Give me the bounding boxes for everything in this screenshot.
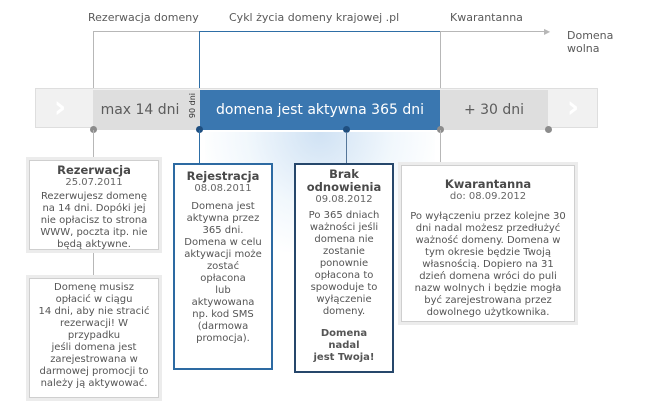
reservation-line: WWW, poczta itp. nie	[40, 227, 148, 238]
ninety-days-label: 90 dni	[188, 93, 197, 119]
chevron-right-end-icon: ›	[566, 90, 580, 125]
registration-card-date: 08.08.2011	[194, 183, 252, 194]
quarantine-line: ważność domeny. Domena w	[415, 235, 561, 246]
reservation-card: Rezerwacja 25.07.2011 Rezerwujesz domenę…	[29, 160, 159, 250]
domain-free-line-2: wolna	[567, 42, 600, 55]
quarantine-line: Po wyłączeniu przez kolejne 30	[410, 211, 566, 222]
registration-line: 365 dni.	[202, 225, 244, 236]
nonrenewal-dot	[343, 126, 350, 133]
nonrenewal-line: ponownie	[319, 258, 369, 269]
reservation-card-title: Rezerwacja	[57, 163, 131, 177]
reservation-card-date: 25.07.2011	[65, 177, 123, 188]
reservation-segment: max 14 dni	[93, 90, 187, 130]
lifecycle-title: Cykl życia domeny krajowej .pl	[229, 11, 400, 24]
payment-line: zarejestrowana w	[50, 354, 138, 365]
nonrenewal-card-date: 09.08.2012	[315, 194, 373, 205]
quarantine-line: być zarejestrowana przez	[424, 295, 552, 306]
registration-line: aktywacji może	[184, 249, 262, 260]
registration-line: zostać	[206, 261, 240, 272]
quarantine-line: dzień domena wróci do puli	[419, 271, 557, 282]
reservation-line: nie opłacisz to strona	[40, 215, 148, 226]
payment-note-card: Domenę musisz opłacić w ciągu 14 dni, ab…	[29, 278, 159, 398]
reservation-line: na 14 dni. Dopóki jej	[42, 203, 146, 214]
ninety-days-segment: 90 dni	[187, 90, 200, 130]
free-dot	[545, 126, 552, 133]
quarantine-card-date: do: 08.09.2012	[449, 191, 527, 202]
registration-dot	[196, 126, 203, 133]
active-bracket-tick	[199, 31, 200, 88]
nonrenewal-card-title-2: odnowienia	[306, 180, 382, 194]
active-segment: domena jest aktywna 365 dni	[200, 90, 440, 130]
nonrenewal-line: wyłączenie	[316, 294, 372, 305]
quarantine-dot	[437, 126, 444, 133]
bracket-left-tick	[93, 31, 94, 88]
domain-free-label: Domena wolna	[567, 29, 613, 55]
payment-line: Domenę musisz	[54, 282, 134, 293]
nonrenewal-line: opłacona to	[314, 270, 374, 281]
nonrenewal-line: ważności jeśli	[309, 222, 379, 233]
active-bracket-line	[199, 31, 440, 32]
reservation-period-label: Rezerwacja domeny	[88, 11, 199, 24]
payment-line: rezerwacji! W	[60, 318, 128, 329]
nonrenewal-line: zostanie	[323, 246, 365, 257]
bold-line: Domena	[320, 328, 368, 339]
quarantine-period-label: Kwarantanna	[450, 11, 523, 24]
reservation-dot	[90, 126, 97, 133]
nonrenewal-line: spowoduje to	[310, 282, 378, 293]
reservation-line: Rezerwujesz domenę	[40, 191, 148, 202]
payment-line: jeśli domena jest	[51, 342, 137, 353]
registration-line: aktywowana	[191, 297, 255, 308]
nonrenewal-line: domeny.	[322, 306, 366, 317]
payment-line: należy ją aktywować.	[40, 378, 148, 389]
quarantine-connector	[440, 130, 441, 165]
quarantine-line: tym okresie będzie Twoją	[425, 247, 551, 258]
nonrenewal-card-title-1: Brak	[329, 167, 359, 181]
bold-line: jest Twoja!	[313, 352, 375, 363]
payment-line: darmowej promocji to	[39, 366, 149, 377]
chevron-right-icon: ›	[53, 90, 67, 125]
registration-line: (darmowa	[197, 321, 249, 332]
reservation-to-payment-connector	[93, 250, 94, 278]
payment-line: 14 dni, aby nie stracić	[38, 306, 150, 317]
nonrenewal-connector	[346, 130, 347, 163]
payment-line: przypadku	[67, 330, 121, 341]
nonrenewal-line: domena nie	[314, 234, 374, 245]
bold-line: nadal	[328, 340, 360, 351]
registration-line: Domena jest	[191, 201, 255, 212]
registration-line: opłacona	[200, 273, 246, 284]
payment-line: opłacić w ciągu	[55, 294, 133, 305]
registration-line: aktywna przez	[186, 213, 260, 224]
bracket-arrow-icon: ▶	[544, 27, 551, 36]
nonrenewal-line: Po 365 dniach	[308, 210, 380, 221]
registration-line: lub	[215, 285, 231, 296]
quarantine-card-title: Kwarantanna	[444, 177, 532, 191]
domain-still-yours-note: Domena nadal jest Twoja!	[296, 328, 392, 364]
reservation-line: będą aktywne.	[57, 239, 131, 250]
quarantine-line: własnością. Dopiero na 31	[422, 259, 554, 270]
registration-line: promocja).	[196, 333, 250, 344]
bracket-quarantine-tick	[440, 31, 441, 88]
reservation-connector	[93, 130, 94, 160]
registration-line: np. kod SMS	[192, 309, 254, 320]
nonrenewal-card: Brak odnowienia 09.08.2012 Po 365 dniach…	[294, 163, 394, 373]
registration-connector	[199, 130, 200, 163]
registration-line: Domena w celu	[184, 237, 262, 248]
quarantine-card: Kwarantanna do: 08.09.2012 Po wyłączeniu…	[401, 165, 575, 322]
quarantine-line: nazw wolnych i będzie mogła	[414, 283, 562, 294]
quarantine-line: dowolnego użytkownika.	[426, 307, 550, 318]
quarantine-line: dni nadal możesz przedłużyć	[415, 223, 561, 234]
registration-card-title: Rejestracja	[186, 169, 260, 183]
domain-free-line-1: Domena	[567, 29, 614, 42]
registration-card: Rejestracja 08.08.2011 Domena jest aktyw…	[173, 163, 273, 370]
quarantine-segment: + 30 dni	[440, 90, 548, 130]
